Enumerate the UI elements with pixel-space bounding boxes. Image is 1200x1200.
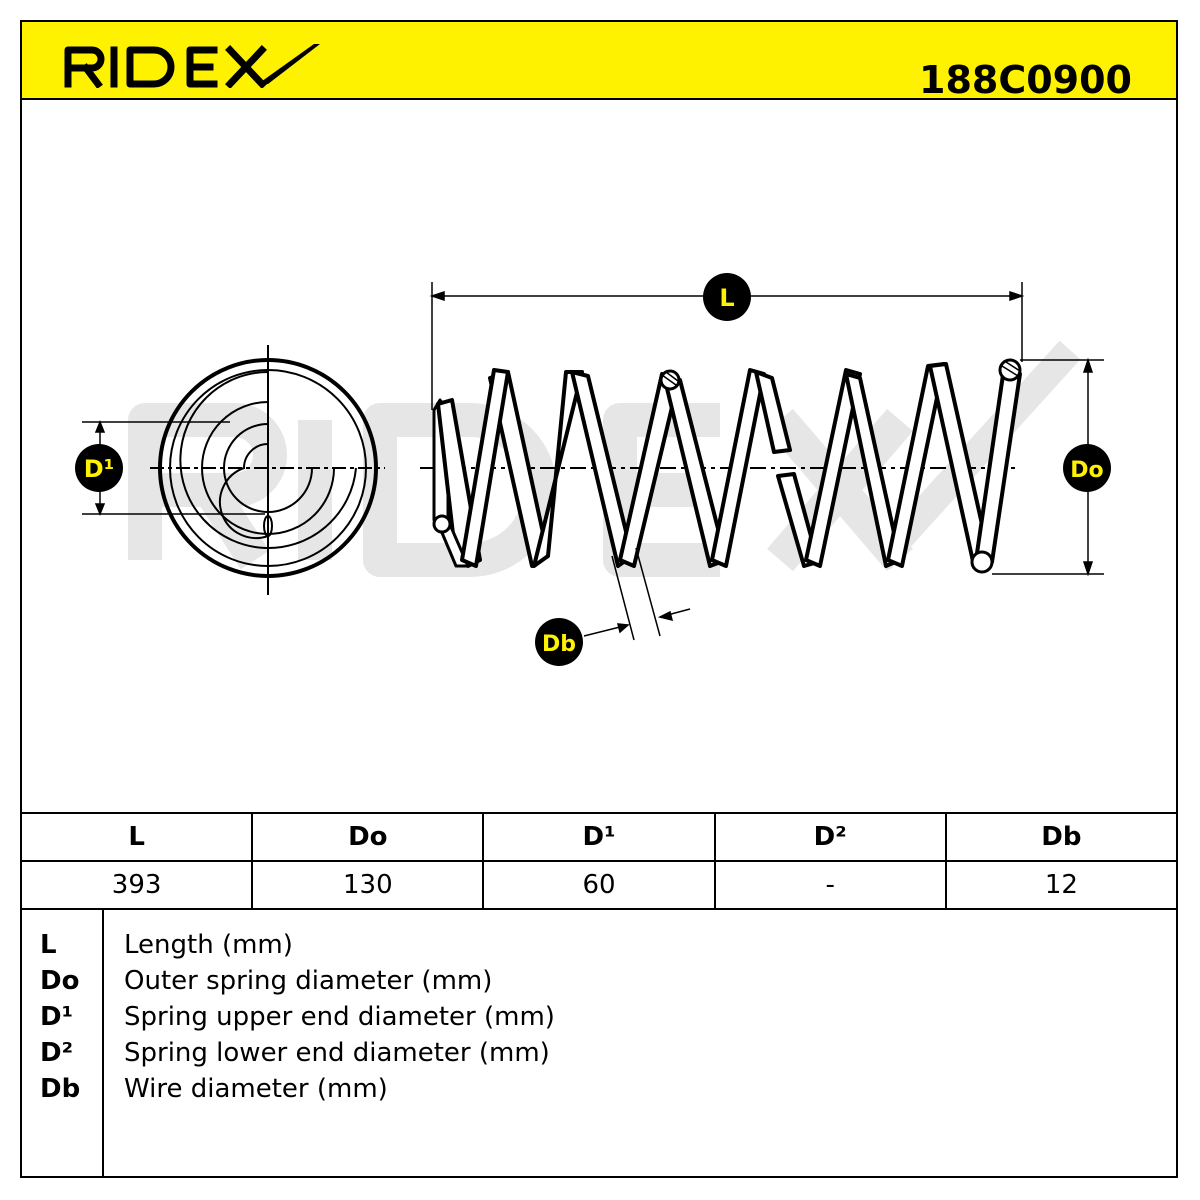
legend-item: D¹ Spring upper end diameter (mm) <box>20 1002 1178 1038</box>
ridex-logo <box>64 44 320 88</box>
part-number: 188C0900 <box>919 58 1132 102</box>
l-badge <box>703 273 751 321</box>
spec-header-row: L Do D¹ D² Db <box>19 812 1179 862</box>
spring-end-view <box>150 345 385 595</box>
legend-divider <box>102 910 104 1178</box>
legend-desc: Spring lower end diameter (mm) <box>124 1038 550 1068</box>
spring-drawing: D¹ L Do <box>75 273 1111 666</box>
spec-value-d2: - <box>713 860 947 910</box>
spec-header-d1: D¹ <box>482 812 716 862</box>
legend-key: L <box>40 930 57 960</box>
legend-key: Db <box>40 1074 81 1104</box>
l-dimension <box>429 282 1025 410</box>
header-bar: 188C0900 <box>20 20 1178 102</box>
d1-label: D¹ <box>84 455 114 483</box>
do-label: Do <box>1070 458 1103 483</box>
legend-desc: Wire diameter (mm) <box>124 1074 388 1104</box>
legend-key: D² <box>40 1038 73 1068</box>
spec-value-l: 393 <box>19 860 254 910</box>
d1-badge <box>75 444 123 492</box>
db-label: Db <box>542 632 576 657</box>
spec-table: L Do D¹ D² Db 393 130 60 - 12 <box>19 812 1179 910</box>
spec-value-d1: 60 <box>482 860 716 910</box>
spec-header-db: Db <box>944 812 1179 862</box>
spec-value-row: 393 130 60 - 12 <box>19 860 1179 910</box>
legend-item: Do Outer spring diameter (mm) <box>20 966 1178 1002</box>
legend-item: L Length (mm) <box>20 930 1178 966</box>
db-dimension <box>583 547 691 641</box>
legend-desc: Length (mm) <box>124 930 293 960</box>
legend-key: D¹ <box>40 1002 73 1032</box>
legend: L Length (mm) Do Outer spring diameter (… <box>20 910 1178 1178</box>
do-badge <box>1063 444 1111 492</box>
spec-value-db: 12 <box>944 860 1179 910</box>
spring-side-view <box>420 358 1022 574</box>
spec-header-do: Do <box>251 812 485 862</box>
legend-desc: Spring upper end diameter (mm) <box>124 1002 555 1032</box>
l-label: L <box>719 284 734 312</box>
db-badge <box>535 618 583 666</box>
legend-item: D² Spring lower end diameter (mm) <box>20 1038 1178 1074</box>
spec-header-l: L <box>19 812 254 862</box>
spec-value-do: 130 <box>251 860 485 910</box>
legend-desc: Outer spring diameter (mm) <box>124 966 493 996</box>
legend-key: Do <box>40 966 80 996</box>
spec-header-d2: D² <box>713 812 947 862</box>
legend-item: Db Wire diameter (mm) <box>20 1074 1178 1110</box>
